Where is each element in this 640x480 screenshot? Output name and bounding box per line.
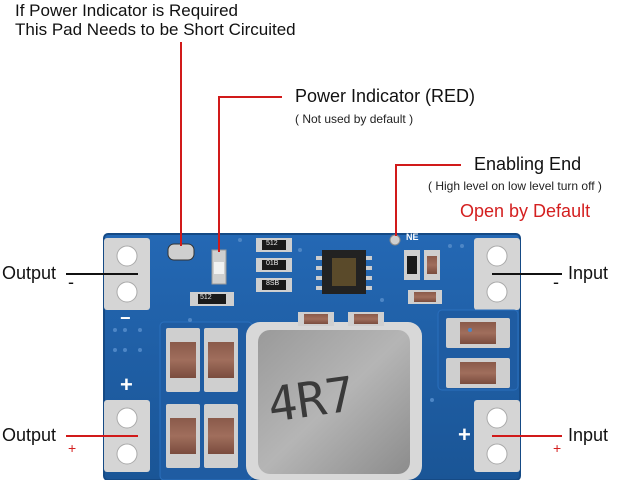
ic-chip — [316, 250, 372, 294]
enabling-end-title: Enabling End — [474, 154, 582, 174]
enabling-end-default: Open by Default — [460, 201, 591, 221]
resistors-column — [190, 238, 292, 306]
inductor-marking: 4R7 — [264, 366, 359, 434]
enable-pad — [389, 234, 401, 246]
resistor-code-4: 512 — [200, 294, 212, 301]
power-indicator-subtitle: ( Not used by default ) — [295, 112, 414, 126]
silk-plus-left: + — [120, 372, 133, 397]
leader-enable-vertical — [395, 164, 397, 236]
short-pad-note-line2: This Pad Needs to be Short Circuited — [15, 20, 296, 39]
capacitors-right — [446, 318, 510, 388]
power-indicator-title: Power Indicator (RED) — [295, 86, 476, 106]
right-small-parts — [298, 250, 442, 326]
output-negative-sign: - — [68, 272, 74, 292]
capacitors-left — [166, 328, 238, 468]
input-negative-sign: - — [553, 272, 559, 292]
silk-minus: − — [120, 308, 131, 328]
leader-output-positive — [66, 435, 138, 437]
short-pad-note-line1: If Power Indicator is Required — [15, 1, 238, 20]
resistor-code-3: 8SB — [266, 280, 280, 287]
leader-output-negative — [66, 273, 138, 275]
leader-enable-horizontal — [395, 164, 461, 166]
output-positive-label: Output — [2, 425, 57, 445]
enabling-end-subtitle: ( High level on low level turn off ) — [428, 179, 602, 193]
silk-ne: NE — [406, 232, 419, 242]
resistor-code-2: 01B — [266, 260, 279, 267]
output-positive-sign: + — [68, 440, 77, 456]
leader-input-negative — [492, 273, 562, 275]
input-negative-label: Input — [568, 263, 609, 283]
input-positive-sign: + — [553, 440, 562, 456]
inductor — [246, 322, 422, 480]
leader-power-indicator-vertical — [218, 96, 220, 252]
short-pad — [167, 243, 195, 261]
leader-input-positive — [492, 435, 562, 437]
input-positive-label: Input — [568, 425, 609, 445]
leader-short-pad-vertical — [180, 42, 182, 246]
leader-power-indicator-horizontal — [218, 96, 282, 98]
resistor-code-1: 512 — [266, 240, 278, 247]
silk-plus-right: + — [458, 422, 471, 447]
output-negative-label: Output — [2, 263, 57, 283]
